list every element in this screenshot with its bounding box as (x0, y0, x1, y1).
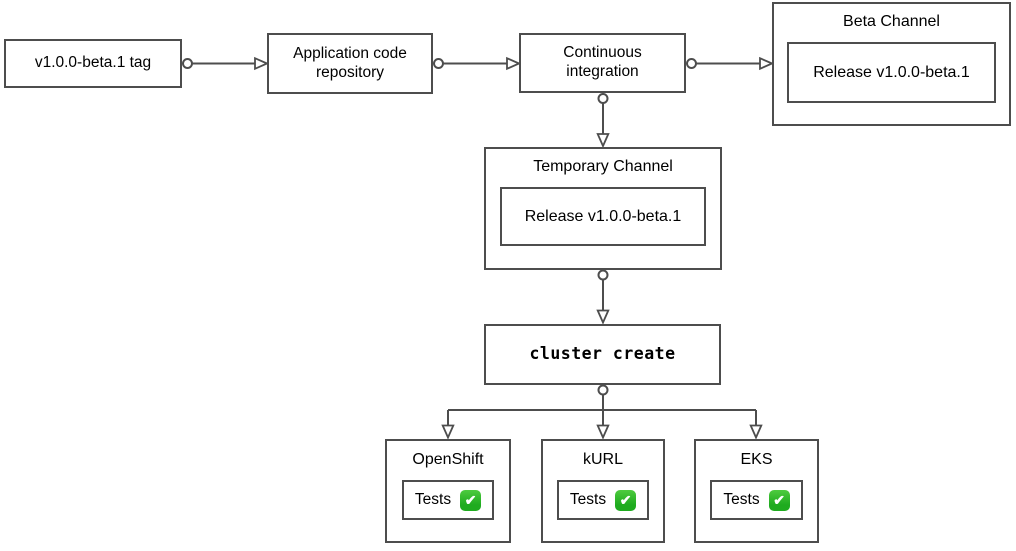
edge-ci-to-temporary-channel (596, 93, 610, 149)
tests-label: Tests (414, 491, 452, 508)
edge-tag-to-repo (182, 56, 270, 71)
node-continuous-integration: Continuous integration (519, 33, 686, 93)
group-cluster-openshift-title: OpenShift (412, 451, 484, 468)
node-application-code-repository-label: Application code repository (293, 44, 407, 81)
group-temporary-channel-title: Temporary Channel (533, 158, 673, 175)
edge-temporary-channel-to-cluster-create (596, 269, 610, 325)
edge-repo-to-ci (433, 56, 522, 71)
node-eks-tests: Tests ✔ (710, 480, 803, 520)
node-temporary-release: Release v1.0.0-beta.1 (500, 187, 706, 246)
node-version-tag-label: v1.0.0-beta.1 tag (34, 54, 152, 72)
node-cluster-create-label: cluster create (529, 344, 676, 364)
node-application-code-repository: Application code repository (267, 33, 433, 94)
group-cluster-kurl: kURL Tests ✔ (541, 439, 665, 543)
node-beta-release-label: Release v1.0.0-beta.1 (813, 63, 970, 81)
tests-label: Tests (569, 491, 607, 508)
group-cluster-kurl-title: kURL (582, 451, 623, 468)
group-cluster-eks: EKS Tests ✔ (694, 439, 819, 543)
node-beta-release: Release v1.0.0-beta.1 (787, 42, 996, 103)
tests-label: Tests (723, 491, 760, 508)
node-openshift-tests: Tests ✔ (401, 480, 495, 520)
node-continuous-integration-label: Continuous integration (563, 44, 642, 80)
node-cluster-create: cluster create (484, 324, 721, 385)
node-version-tag: v1.0.0-beta.1 tag (4, 39, 182, 88)
node-temporary-release-label: Release v1.0.0-beta.1 (524, 207, 682, 225)
group-beta-channel-title: Beta Channel (843, 13, 940, 30)
check-mark-icon: ✔ (615, 489, 637, 511)
edge-cluster-create-to-clusters (441, 384, 763, 440)
check-mark-icon: ✔ (460, 489, 482, 511)
group-cluster-eks-title: EKS (740, 451, 773, 468)
group-beta-channel: Beta Channel Release v1.0.0-beta.1 (772, 2, 1011, 126)
check-mark-icon: ✔ (768, 489, 790, 511)
group-temporary-channel: Temporary Channel Release v1.0.0-beta.1 (484, 147, 722, 270)
group-cluster-openshift: OpenShift Tests ✔ (385, 439, 511, 543)
node-kurl-tests: Tests ✔ (556, 480, 650, 520)
edge-ci-to-beta-channel (686, 56, 775, 71)
